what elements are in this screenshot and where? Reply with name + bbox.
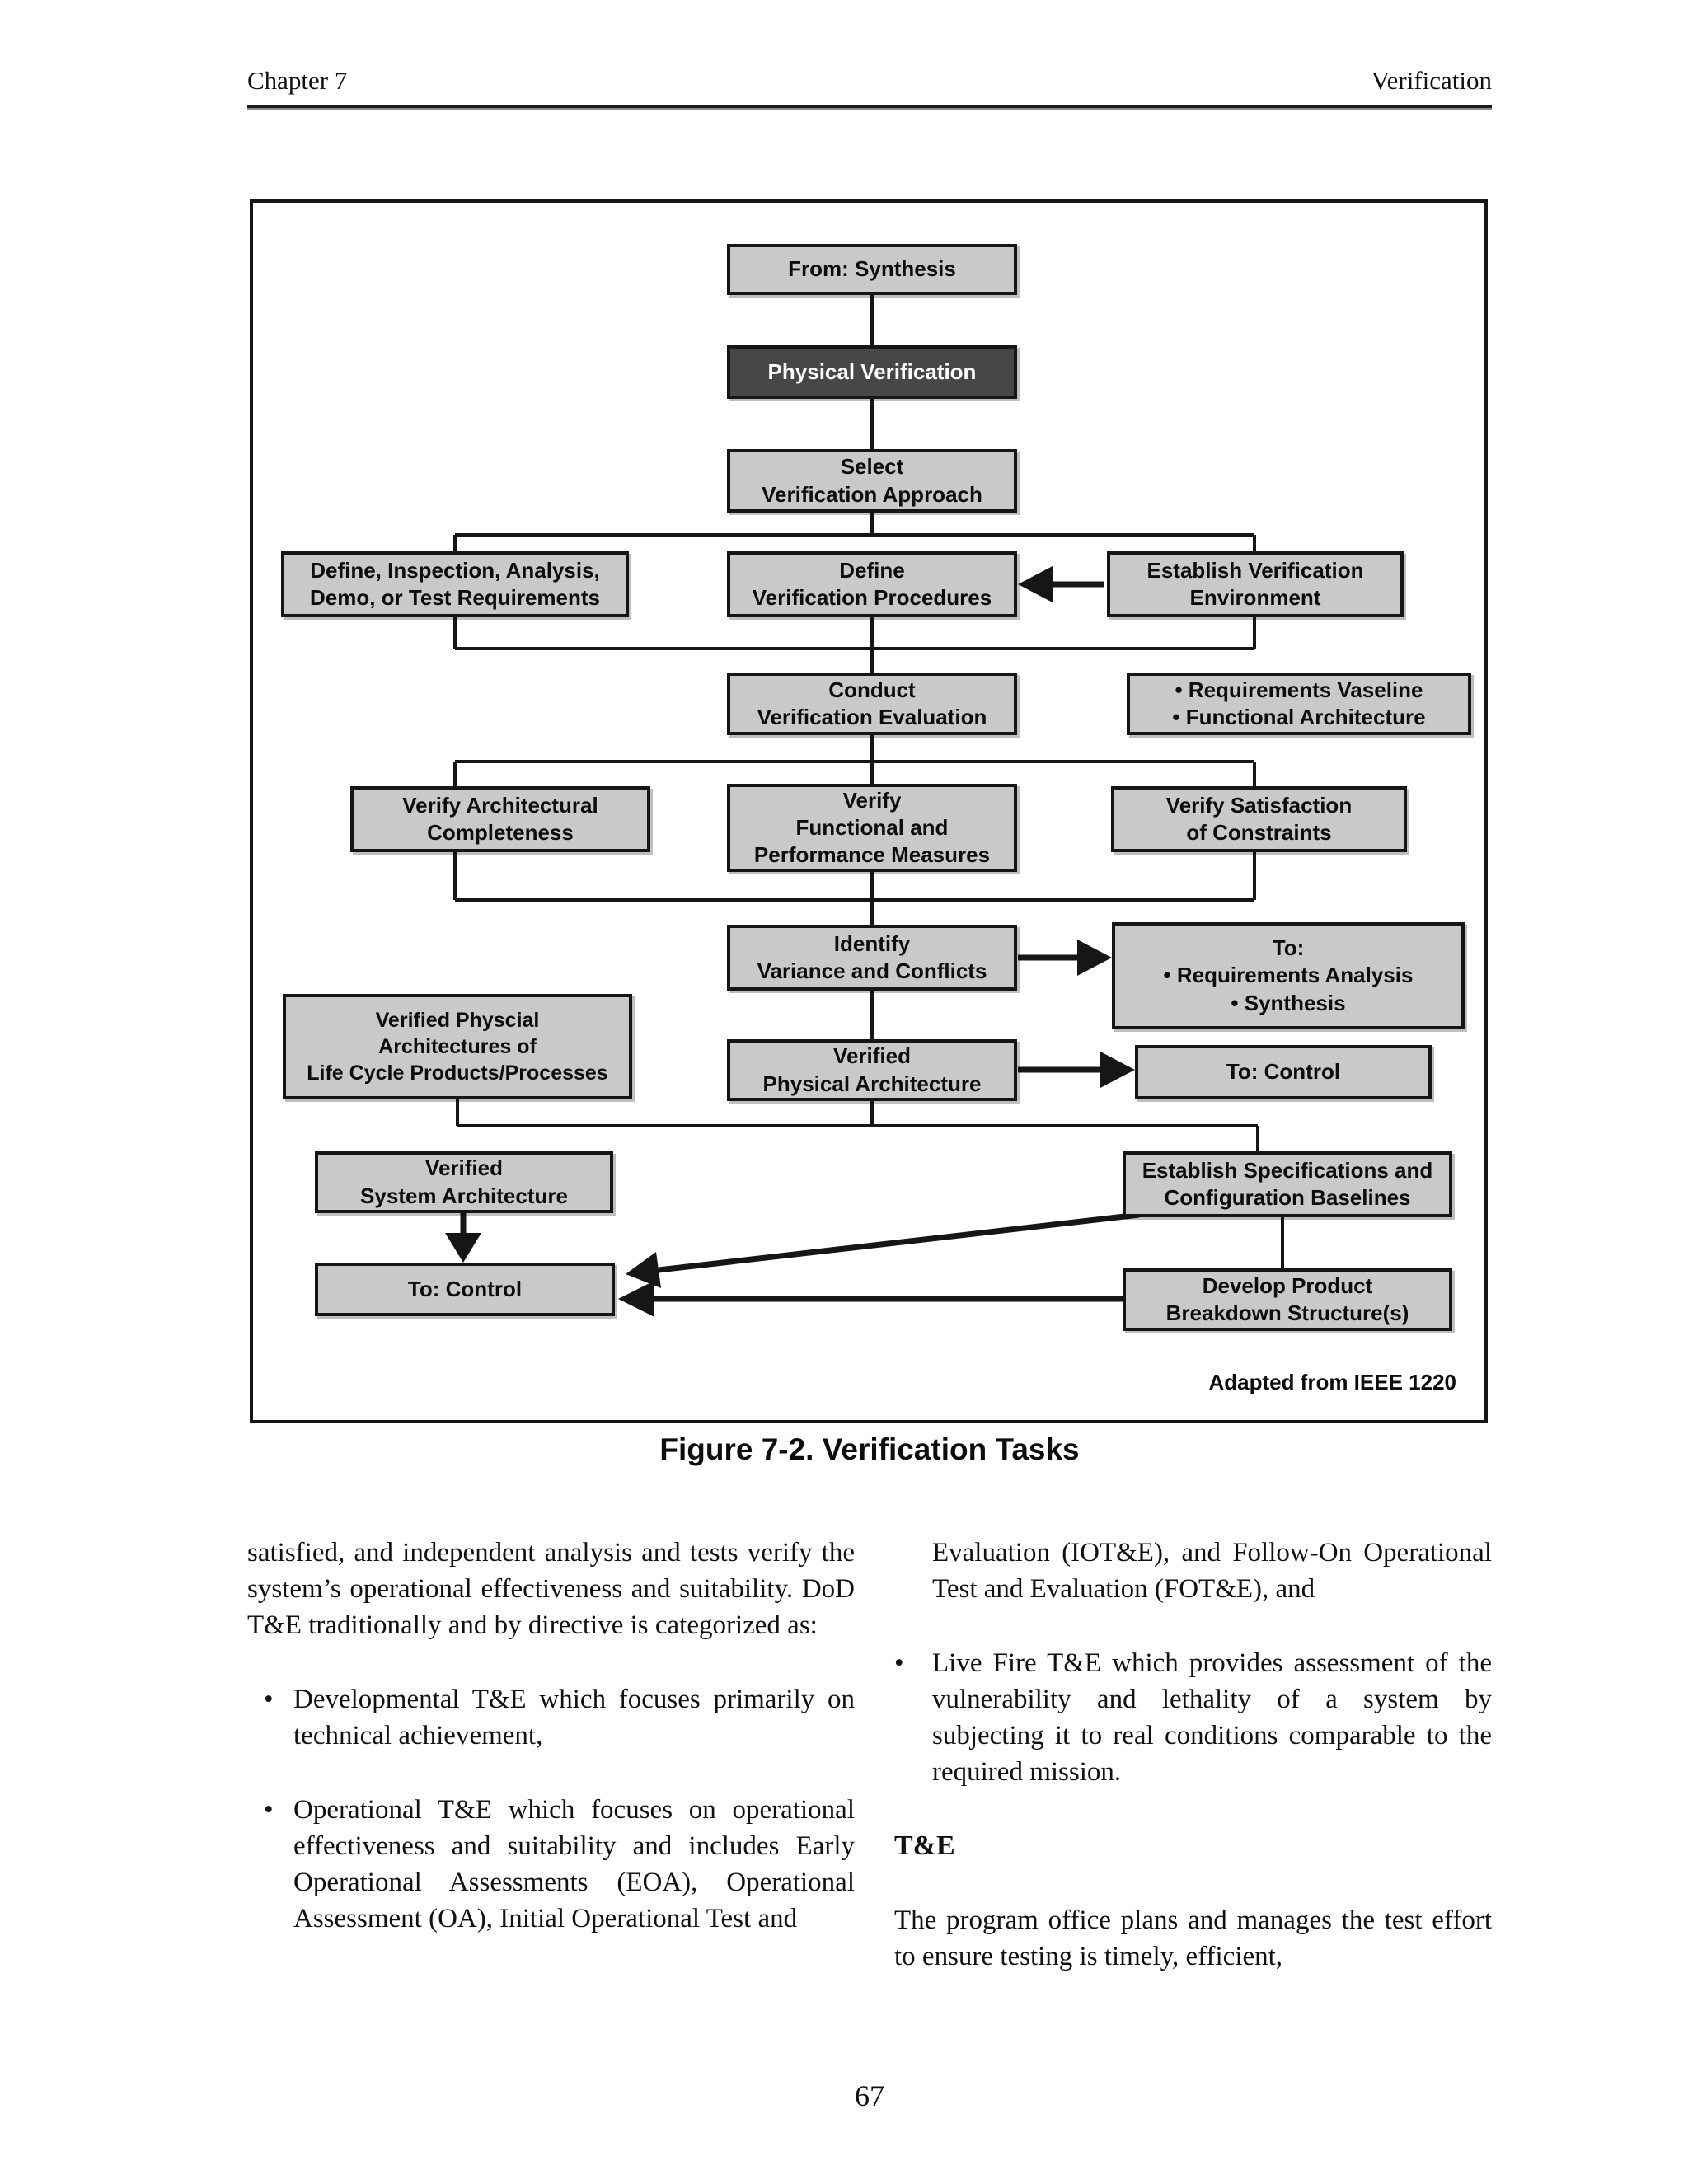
left-column: satisfied, and independent analysis and … [247,1535,855,2013]
connector-lines [445,295,1284,1317]
page-number: 67 [855,2079,884,2112]
flow-node-define-requirements: Define, Inspection, Analysis, Demo, or T… [281,551,629,617]
flow-node-physical-verification: Physical Verification [727,345,1017,399]
flow-node-develop-product: Develop Product Breakdown Structure(s) [1123,1268,1452,1331]
bullet-item: • Operational T&E which focuses on opera… [247,1792,855,1937]
header-rule [247,105,1492,110]
flow-node-baseline-note: • Requirements Vaseline • Functional Arc… [1127,673,1471,735]
flow-node-verified-system-architecture: Verified System Architecture [315,1151,613,1213]
continuation-text: Evaluation (IOT&E), and Follow-On Operat… [932,1538,1492,1604]
flow-node-define-procedures: Define Verification Procedures [727,551,1017,617]
flow-node-from-synthesis: From: Synthesis [727,244,1017,295]
flow-node-select-verification-approach: Select Verification Approach [727,449,1017,513]
page-header: Chapter 7 Verification [247,64,1492,97]
flow-node-verify-functional: Verify Functional and Performance Measur… [727,784,1017,872]
arrowheads [445,566,1135,1317]
bullet-item: • Developmental T&E which focuses primar… [247,1681,855,1754]
flow-node-verify-completeness: Verify Architectural Completeness [350,786,650,852]
body-columns: satisfied, and independent analysis and … [247,1535,1492,2013]
te-heading: T&E [894,1830,955,1861]
bullet-item: • Live Fire T&E which provides assessmen… [894,1645,1492,1790]
flow-node-to-requirements: To: • Requirements Analysis • Synthesis [1112,922,1465,1029]
bullet-marker: • [894,1648,904,1678]
bullet-marker: • [264,1795,274,1825]
paragraph: The program office plans and manages the… [894,1905,1492,1971]
flow-node-to-control-upper: To: Control [1135,1045,1432,1099]
flow-node-verified-physcial-architectures: Verified Physcial Architectures of Life … [283,994,632,1099]
flow-node-identify-variance: Identify Variance and Conflicts [727,925,1017,991]
flow-node-establish-specifications: Establish Specifications and Configurati… [1123,1151,1452,1217]
bullet-text: Operational T&E which focuses on operati… [293,1795,855,1933]
bullet-marker: • [264,1685,274,1714]
figure-credit: Adapted from IEEE 1220 [1208,1370,1456,1394]
right-column: Evaluation (IOT&E), and Follow-On Operat… [894,1535,1492,2013]
flow-node-to-control-lower: To: Control [315,1263,615,1316]
flow-node-conduct-evaluation: Conduct Verification Evaluation [727,673,1017,735]
flow-node-establish-environment: Establish Verification Environment [1107,551,1404,617]
bullet-text: Developmental T&E which focuses primaril… [293,1685,855,1750]
figure-frame: From: Synthesis Physical Verification Se… [250,199,1488,1423]
flow-node-verified-physical-architecture: Verified Physical Architecture [727,1039,1017,1101]
chapter-label: Chapter 7 [247,66,348,95]
flow-node-verify-constraints: Verify Satisfaction of Constraints [1111,786,1407,852]
bullet-text: Live Fire T&E which provides assessment … [932,1648,1492,1787]
paragraph: satisfied, and independent analysis and … [247,1538,855,1640]
figure-caption: Figure 7-2. Verification Tasks [659,1432,1080,1466]
section-label: Verification [1371,66,1492,95]
